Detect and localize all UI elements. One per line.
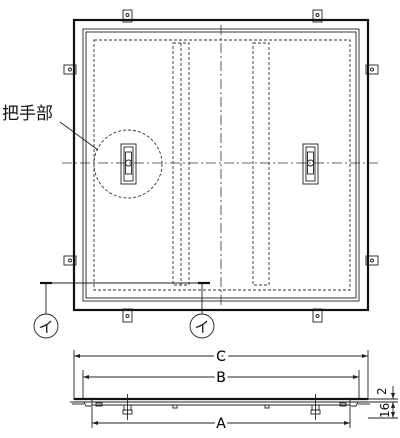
lug-right-bottom — [365, 255, 379, 266]
lug-top-left — [122, 9, 133, 23]
dimension-b: B B — [82, 367, 360, 400]
mounting-lugs — [63, 9, 379, 323]
dimension-vertical: 2 16 — [368, 386, 398, 419]
bolt-right — [310, 394, 321, 420]
svg-text:B: B — [216, 370, 226, 386]
rib-left — [172, 42, 190, 286]
cover-outline-dashed — [93, 39, 351, 291]
svg-text:C: C — [216, 349, 226, 365]
section-profile — [70, 394, 372, 420]
dimension-c: C C — [73, 346, 369, 400]
svg-text:B: B — [216, 370, 226, 386]
lug-bottom-right — [312, 308, 323, 323]
handle-label: 把手部 — [2, 104, 53, 124]
svg-text:C: C — [216, 349, 226, 365]
lug-top-right — [312, 9, 323, 23]
lug-left-bottom — [63, 255, 77, 266]
bolt-left — [122, 394, 133, 420]
svg-text:A: A — [216, 416, 226, 432]
dim-2-label: 2 — [375, 387, 389, 395]
handle-left — [120, 143, 137, 185]
dimension-a: A A — [91, 407, 351, 435]
section-view: C C B B — [70, 346, 398, 435]
section-line — [40, 281, 210, 314]
outer-frame — [72, 18, 370, 312]
svg-text:イ: イ — [38, 318, 53, 336]
handle-right — [302, 143, 319, 185]
handle-leader-line — [59, 121, 99, 151]
lug-bottom-left — [122, 308, 133, 323]
lug-right-top — [365, 64, 379, 75]
section-marker-right: イ — [189, 313, 215, 339]
rib-right — [252, 42, 270, 286]
svg-text:A: A — [216, 416, 226, 432]
dim-16-label: 16 — [378, 403, 392, 418]
lug-left-top — [63, 64, 77, 75]
handle-detail-circle — [93, 129, 163, 199]
plan-view: 把手部 イ イ — [2, 9, 380, 339]
section-marker-left: イ — [33, 313, 59, 339]
svg-text:イ: イ — [194, 318, 209, 336]
